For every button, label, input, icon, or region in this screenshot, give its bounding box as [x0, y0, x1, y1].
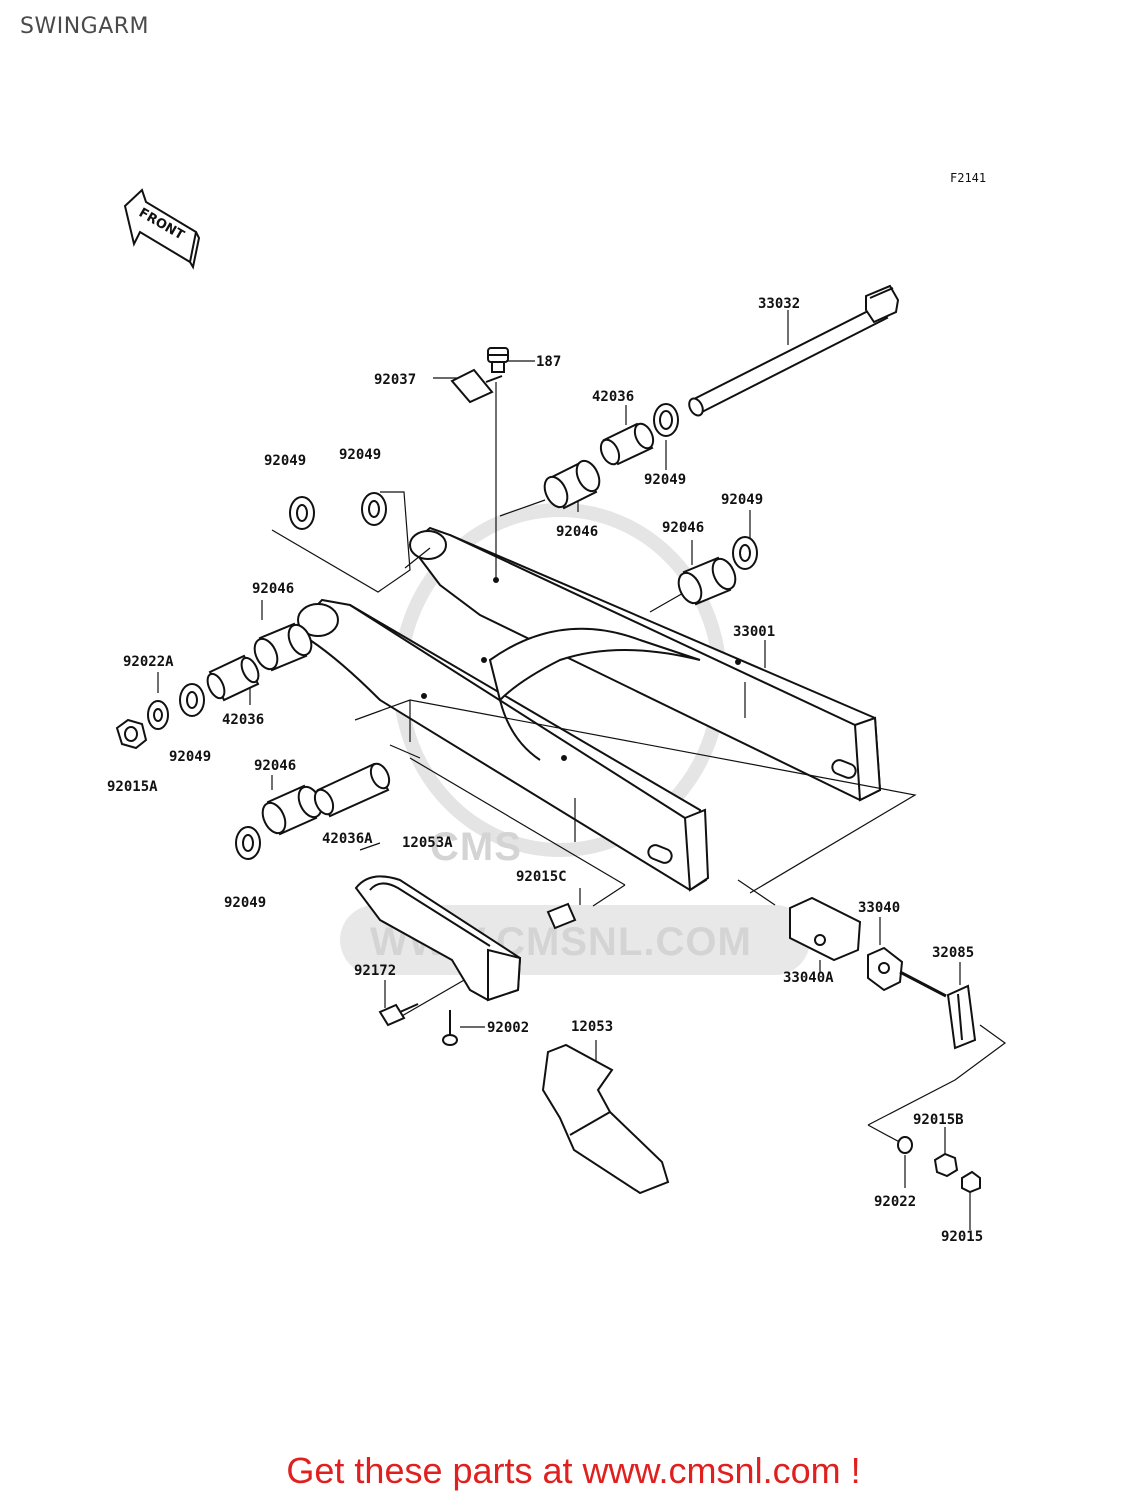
label-42036-left: 42036: [222, 712, 264, 728]
chain-guide-12053A: [354, 875, 522, 1002]
label-92046-lower: 92046: [254, 758, 296, 774]
label-92015B: 92015B: [913, 1112, 964, 1128]
label-33001: 33001: [733, 624, 775, 640]
label-92022A: 92022A: [123, 654, 174, 670]
bolt-187: [487, 347, 509, 373]
clip-92037: [450, 368, 503, 404]
label-12053A: 12053A: [402, 835, 453, 851]
front-arrow-icon: FRONT: [123, 188, 201, 270]
screws: [378, 1003, 458, 1046]
label-92002: 92002: [487, 1020, 529, 1036]
chain-slider-12053: [541, 1043, 670, 1195]
label-92049-left-1: 92049: [264, 453, 306, 469]
label-92015A: 92015A: [107, 779, 158, 795]
label-92049-bottom: 92049: [224, 895, 266, 911]
label-92049-left-lower: 92049: [169, 749, 211, 765]
label-92015C: 92015C: [516, 869, 567, 885]
label-33040A: 33040A: [783, 970, 834, 986]
label-92049-left-2: 92049: [339, 447, 381, 463]
label-187: 187: [536, 354, 561, 370]
parts-diagram: CMS WWW.CMSNL.COM FRONT: [107, 188, 1007, 1245]
label-92046-center: 92046: [556, 524, 598, 540]
guide-lines: [157, 310, 1007, 1230]
label-42036-top: 42036: [592, 389, 634, 405]
footer-cta[interactable]: Get these parts at www.cmsnl.com !: [286, 1450, 861, 1491]
label-33032: 33032: [758, 296, 800, 312]
page-title: SWINGARM: [20, 14, 150, 39]
label-92015: 92015: [941, 1229, 983, 1245]
label-92049-top-right: 92049: [644, 472, 686, 488]
label-92037: 92037: [374, 372, 416, 388]
label-92172: 92172: [354, 963, 396, 979]
label-12053: 12053: [571, 1019, 613, 1035]
bearings-and-collars: [115, 403, 758, 930]
figure-code: F2141: [950, 171, 987, 185]
label-92049-right: 92049: [721, 492, 763, 508]
label-42036A: 42036A: [322, 831, 373, 847]
chain-adjusters: [789, 896, 977, 1050]
label-92022: 92022: [874, 1194, 916, 1210]
pivot-shaft: [688, 284, 900, 417]
label-33040: 33040: [858, 900, 900, 916]
watermark-logo: CMS: [430, 825, 522, 869]
part-labels: 33032 187 92037 42036 92049 92049 92049 …: [107, 296, 983, 1245]
swingarm-33001: [297, 526, 882, 892]
label-32085: 32085: [932, 945, 974, 961]
nut-set: [897, 1136, 981, 1194]
label-92046-left: 92046: [252, 581, 294, 597]
label-92046-right: 92046: [662, 520, 704, 536]
